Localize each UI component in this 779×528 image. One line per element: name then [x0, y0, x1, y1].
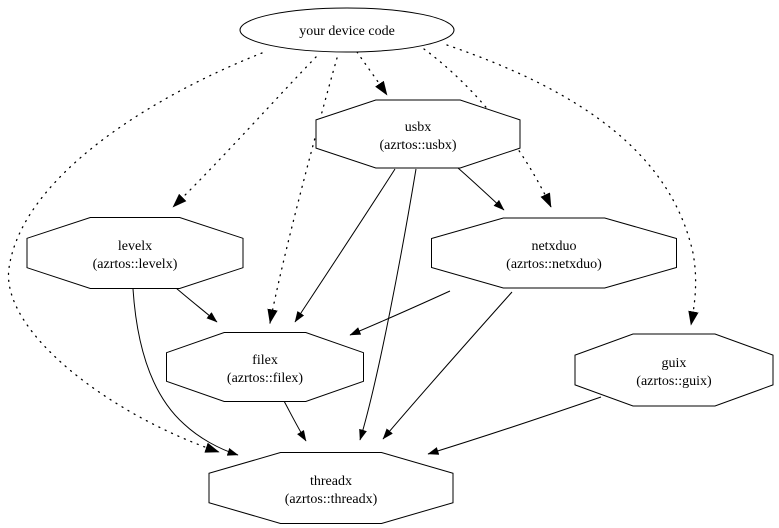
edge-levelx-threadx	[132, 288, 239, 456]
node-label: levelx	[118, 239, 152, 254]
edge-netxduo-filex	[349, 290, 451, 336]
node-sublabel: (azrtos::guix)	[636, 374, 712, 389]
node-netxduo: netxduo(azrtos::netxduo)	[431, 217, 677, 289]
node-sublabel: (azrtos::netxduo)	[506, 257, 602, 272]
node-shape-octagon	[574, 333, 774, 407]
node-shape-ellipse	[239, 7, 455, 53]
node-usbx: usbx(azrtos::usbx)	[315, 99, 521, 169]
node-label: your device code	[299, 24, 395, 39]
node-filex: filex(azrtos::filex)	[166, 332, 364, 402]
node-sublabel: (azrtos::threadx)	[285, 492, 378, 507]
edge-usbx-filex	[294, 168, 396, 323]
node-shape-octagon	[166, 332, 364, 402]
node-label: guix	[662, 356, 687, 371]
edge-filex-threadx	[283, 400, 307, 442]
node-label: threadx	[310, 474, 352, 489]
node-guix: guix(azrtos::guix)	[574, 333, 774, 407]
node-shape-octagon	[431, 217, 677, 289]
node-threadx: threadx(azrtos::threadx)	[208, 452, 454, 524]
edge-device-threadx	[7, 52, 263, 453]
node-label: usbx	[405, 120, 431, 135]
edge-device-usbx	[356, 51, 388, 96]
node-levelx: levelx(azrtos::levelx)	[26, 217, 244, 289]
edge-device-filex	[267, 57, 338, 324]
edge-usbx-netxduo	[457, 167, 505, 211]
node-sublabel: (azrtos::usbx)	[380, 138, 457, 153]
node-sublabel: (azrtos::filex)	[227, 371, 304, 386]
node-label: filex	[252, 353, 278, 368]
edge-device-levelx	[172, 56, 317, 208]
edge-usbx-threadx	[359, 168, 417, 441]
node-shape-octagon	[208, 452, 454, 524]
edge-guix-threadx	[427, 396, 602, 455]
edge-netxduo-threadx	[382, 291, 513, 440]
node-sublabel: (azrtos::levelx)	[93, 257, 178, 272]
edge-device-guix	[446, 44, 699, 326]
node-shape-octagon	[26, 217, 244, 289]
node-label: netxduo	[531, 239, 576, 254]
edge-levelx-filex	[175, 287, 218, 323]
node-device: your device code	[239, 7, 455, 53]
node-shape-octagon	[315, 99, 521, 169]
